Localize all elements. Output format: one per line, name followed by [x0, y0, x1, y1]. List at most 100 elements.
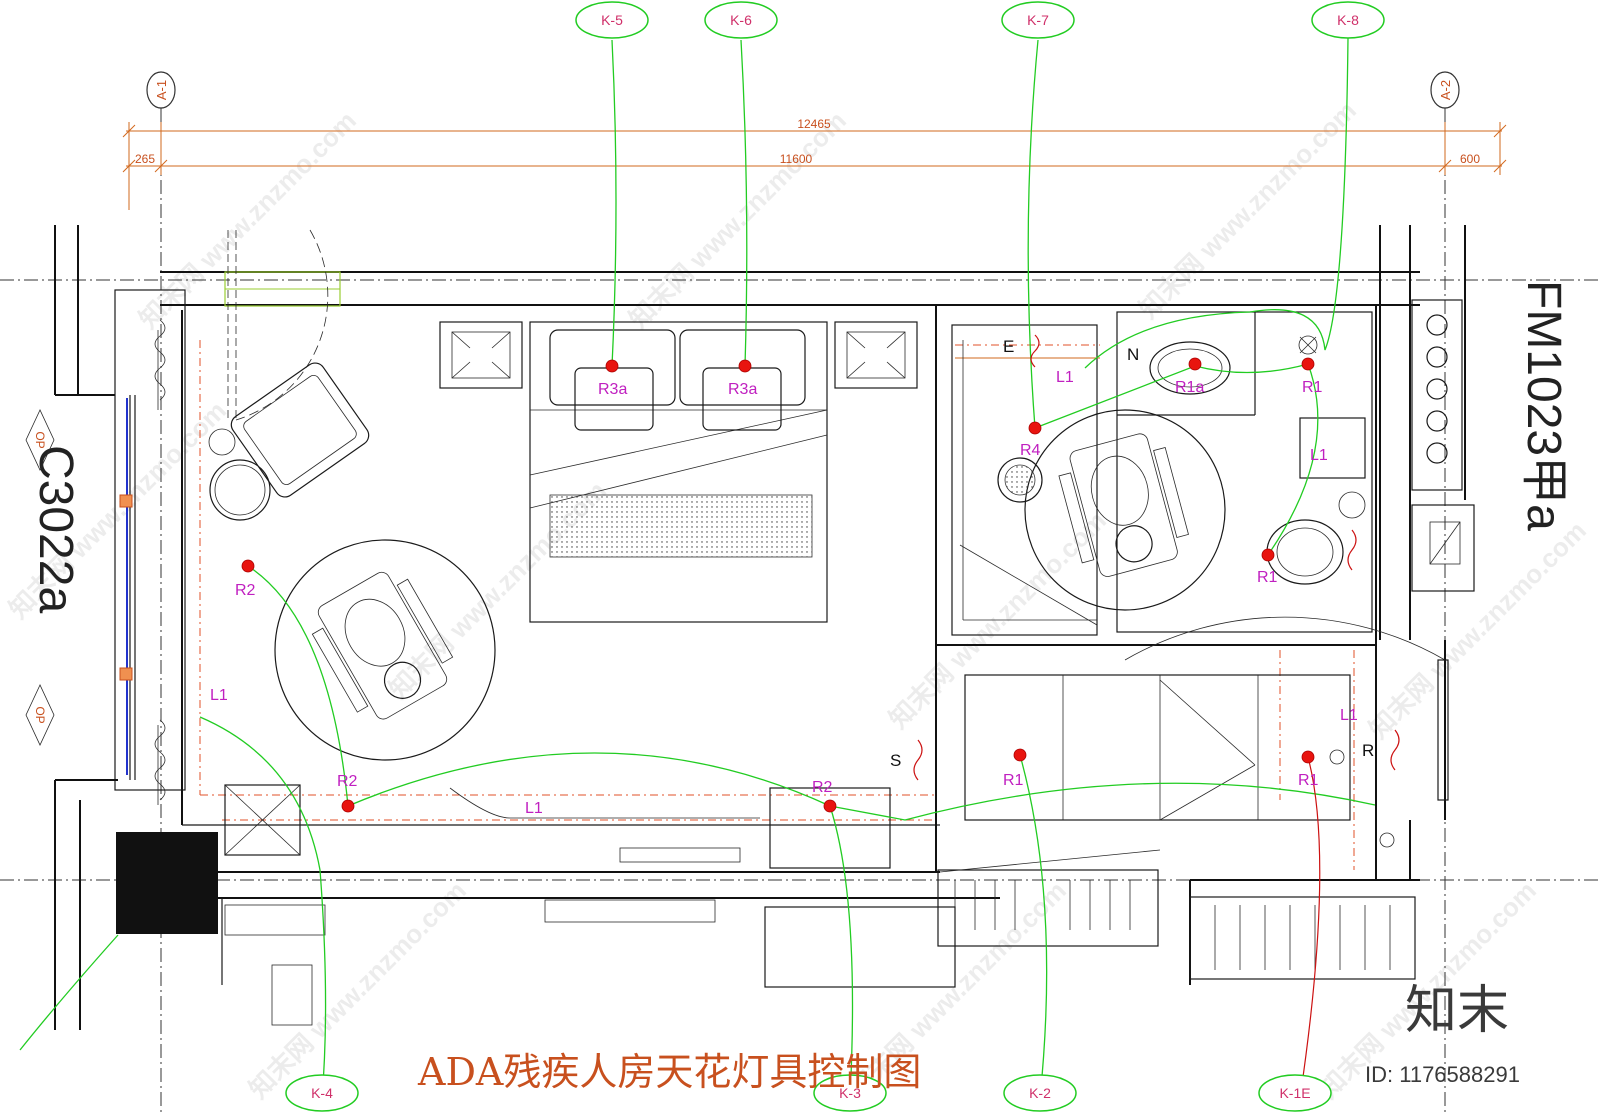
wire-k2	[1019, 754, 1048, 1099]
fixture-dot	[1013, 748, 1027, 762]
fixture-dot	[1261, 548, 1275, 562]
fixture-label-r1-entry: R1	[1298, 772, 1319, 789]
bathroom-walls	[935, 304, 1377, 880]
switch-bubble-label: K-7	[1027, 12, 1049, 28]
switch-bubble	[285, 1074, 359, 1112]
l1-label-bottom: L1	[525, 800, 543, 817]
dimension-left-offset: 265	[135, 152, 155, 166]
wire-r2-bottom	[347, 752, 831, 807]
wire-k6	[740, 39, 748, 367]
fixture-dot	[1028, 421, 1042, 435]
grid-label-a2: A-2	[1438, 80, 1453, 100]
switch-bubble-label: K-3	[839, 1085, 861, 1101]
l1-label-bath: L1	[1056, 369, 1074, 386]
fixture-dot	[241, 559, 255, 573]
switch-bubbles: K-5 K-6 K-7 K-8 K-4 K-3 K-2 K-1E	[285, 1, 1385, 1112]
op-label-bottom: OP	[33, 706, 47, 723]
light-fixtures: R3a R3a R1a R1 R4 R1 R2 R2 R2 R1 R1	[235, 357, 1323, 813]
switch-symbols: S R E N	[890, 334, 1400, 848]
fixture-label-r4: R4	[1020, 442, 1041, 459]
bed	[439, 321, 918, 623]
switch-bubble	[813, 1074, 887, 1112]
building-walls	[0, 225, 1600, 1030]
dimension-overall: 12465	[797, 117, 831, 131]
watermark-layer: 知末网 www.znzmo.com 知末网 www.znzmo.com 知末网 …	[3, 95, 1592, 1104]
wire-toilet	[1267, 363, 1319, 556]
switch-bubble-label: K-8	[1337, 12, 1359, 28]
brand-logo-text: 知末	[1405, 981, 1509, 1041]
fixture-label-r3a-left: R3a	[598, 381, 627, 398]
window-assembly: C3022a OP OP	[25, 319, 166, 805]
switch-bubble	[1311, 1, 1385, 39]
switch-bubble	[1003, 1074, 1077, 1112]
wire-k3	[829, 805, 854, 1099]
image-id: ID: 1176588291	[1365, 1062, 1520, 1087]
wire-k5	[611, 39, 617, 367]
switch-bubble-label: K-5	[601, 12, 623, 28]
switch-r-label: R	[1362, 741, 1374, 760]
switch-bubble	[1001, 1, 1075, 39]
ceiling-outline	[199, 340, 1355, 870]
switch-bubble	[704, 1, 778, 39]
armchair	[208, 362, 370, 521]
l1-label-entry: L1	[1340, 707, 1358, 724]
fixture-dot	[1188, 357, 1202, 371]
switch-e-label: E	[1003, 337, 1014, 356]
wheelchair-turning-circle-bath	[1024, 409, 1226, 611]
op-label-top: OP	[33, 431, 47, 448]
switch-s-label: S	[890, 751, 901, 770]
window-code: C3022a	[29, 445, 82, 613]
entry-door-code: FM1023甲a	[1517, 280, 1570, 531]
dimension-right-offset: 600	[1460, 152, 1480, 166]
linear-light-labels: L1 L1 L1 L1 L1	[210, 369, 1358, 817]
wire-left-exit	[19, 934, 119, 1051]
structural-column	[116, 832, 218, 934]
switch-bubble	[575, 1, 649, 39]
right-service-shaft: FM1023甲a	[1411, 280, 1570, 592]
wire-k1e	[1299, 756, 1321, 1099]
fixture-label-r1-toilet: R1	[1257, 569, 1278, 586]
wire-k8	[1084, 37, 1349, 369]
wire-k7	[1027, 39, 1039, 429]
switch-bubble-label: K-6	[730, 12, 752, 28]
wire-k4	[199, 716, 327, 1099]
watermark-text: 知末网 www.znzmo.com	[1133, 95, 1362, 324]
fixture-dot	[605, 359, 619, 373]
switch-bubble-label: K-1E	[1279, 1085, 1310, 1101]
fixture-dot	[1301, 750, 1315, 764]
switch-bubble-label: K-4	[311, 1085, 333, 1101]
fixture-label-r2-left: R2	[235, 582, 256, 599]
watermark-text: 知末网 www.znzmo.com	[1363, 515, 1592, 744]
l1-label-left: L1	[210, 687, 228, 704]
balcony-door	[224, 229, 341, 421]
wire-entry	[829, 782, 1376, 821]
control-wiring	[19, 37, 1376, 1099]
watermark-text: 知末网 www.znzmo.com	[133, 105, 362, 334]
wire-bath-top	[1034, 363, 1309, 429]
fixture-label-r1-closet: R1	[1003, 772, 1024, 789]
fixture-label-r1-top: R1	[1302, 379, 1323, 396]
closet-and-entry	[937, 616, 1449, 980]
wire-r2-left	[247, 565, 349, 807]
fixture-dot	[823, 799, 837, 813]
fixture-dot	[738, 359, 752, 373]
fixture-dot	[341, 799, 355, 813]
dimension-inner: 11600	[780, 152, 813, 166]
fixture-label-r3a-right: R3a	[728, 381, 757, 398]
fixture-dot	[1301, 357, 1315, 371]
switch-bubble-label: K-2	[1029, 1085, 1051, 1101]
drawing-title: ADA残疾人房天花灯具控制图	[417, 1050, 921, 1094]
grid-label-a1: A-1	[154, 80, 169, 100]
fixture-label-r1a: R1a	[1175, 379, 1204, 396]
wheelchair-turning-circle-room	[274, 539, 496, 761]
grid-axis-a1: A-1	[146, 71, 176, 1113]
desk-area	[224, 784, 956, 1026]
fixture-label-r2-bottom-mid: R2	[812, 779, 833, 796]
north-mark: N	[1127, 345, 1139, 364]
dimension-lines: 12465 11600 265 600	[122, 117, 1507, 210]
l1-label-bath-right: L1	[1310, 447, 1328, 464]
fixture-label-r2-bottom-left: R2	[337, 773, 358, 790]
switch-bubble	[1258, 1074, 1332, 1112]
watermark-text: 知末网 www.znzmo.com	[623, 105, 852, 334]
